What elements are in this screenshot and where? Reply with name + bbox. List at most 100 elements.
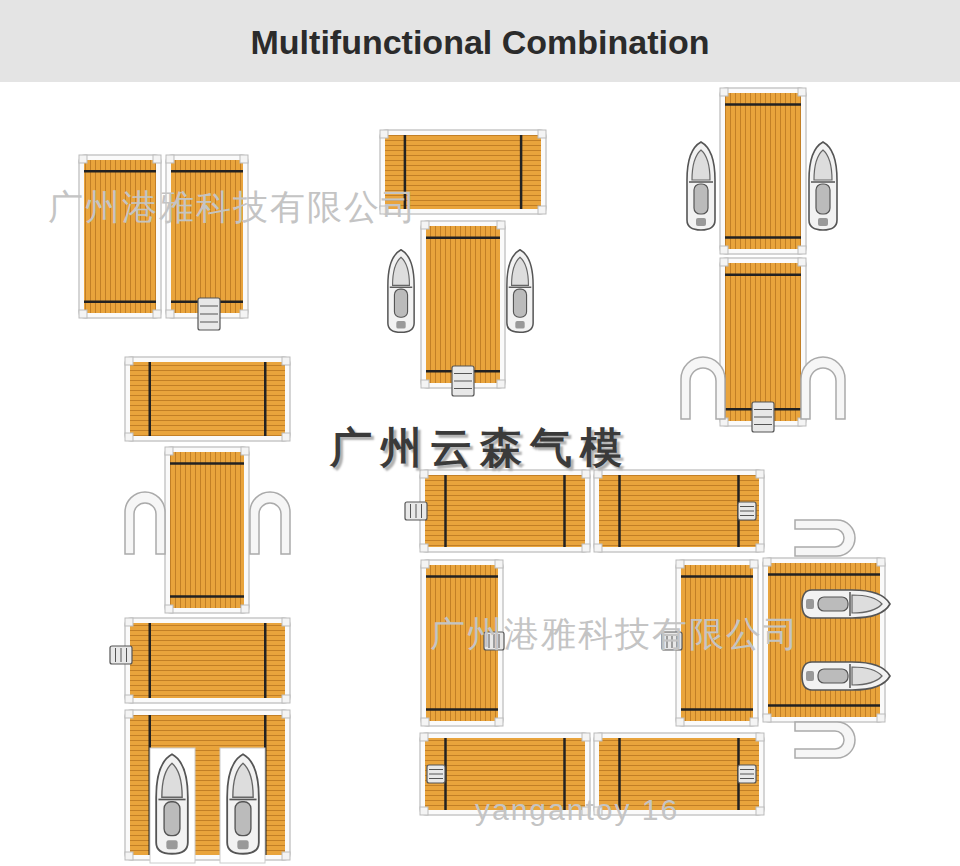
dock-panel — [720, 88, 806, 254]
panel-deck — [170, 452, 244, 608]
connector-block — [720, 88, 728, 96]
connector-block — [798, 88, 806, 96]
panel-edge — [768, 704, 880, 707]
connector-block — [538, 206, 546, 214]
connector-block — [153, 155, 161, 163]
connector-block — [240, 310, 248, 318]
panel-edge — [426, 236, 500, 239]
ladder — [452, 366, 474, 396]
panel-frame — [166, 155, 248, 318]
connector-block — [166, 155, 174, 163]
ladder — [427, 765, 445, 783]
panel-edge — [264, 362, 267, 436]
connector-block — [420, 733, 428, 741]
connector-block — [420, 807, 428, 815]
connector-block — [495, 560, 503, 568]
watermark: 广州港雅科技有限公司 — [48, 184, 418, 231]
connector-block — [495, 718, 503, 726]
ramp — [795, 520, 855, 556]
connector-block — [756, 807, 764, 815]
panel-deck — [171, 160, 243, 313]
jet-ski — [388, 250, 414, 333]
connector-block — [125, 618, 133, 626]
panel-edge — [725, 236, 801, 239]
connector-block — [750, 560, 758, 568]
ramp — [795, 722, 855, 758]
dock-panel — [420, 470, 590, 552]
panel-edge — [725, 274, 801, 277]
ramp — [125, 492, 165, 554]
panel-edge — [170, 462, 244, 465]
connector-block — [763, 714, 771, 722]
ladder — [738, 502, 756, 520]
jet-ski — [156, 754, 188, 853]
connector-block — [125, 695, 133, 703]
connector-block — [421, 221, 429, 229]
connector-block — [877, 558, 885, 566]
connector-block — [282, 357, 290, 365]
connector-block — [282, 852, 290, 860]
dock-panel — [421, 221, 505, 388]
panel-frame — [79, 155, 161, 318]
connector-block — [380, 130, 388, 138]
panel-edge — [681, 708, 753, 711]
panel-edge — [563, 475, 566, 547]
panel-edge — [171, 170, 243, 173]
connector-block — [421, 380, 429, 388]
panel-frame — [420, 470, 590, 552]
slip — [220, 748, 265, 863]
panel-edge — [84, 170, 156, 173]
dock-panel — [594, 470, 764, 552]
connector-block — [282, 433, 290, 441]
dock-panel — [166, 155, 248, 318]
dock-panel — [720, 258, 806, 426]
connector-block — [153, 310, 161, 318]
panel-edge — [170, 595, 244, 598]
dock-panel — [125, 357, 290, 441]
connector-block — [798, 246, 806, 254]
panel-frame — [720, 88, 806, 254]
slip — [150, 748, 195, 863]
connector-block — [756, 544, 764, 552]
connector-block — [241, 447, 249, 455]
panel-edge — [520, 135, 523, 209]
panel-edge — [426, 575, 498, 578]
connector-block — [750, 718, 758, 726]
connector-block — [594, 733, 602, 741]
panel-deck — [84, 160, 156, 313]
panel-frame — [125, 618, 290, 703]
panel-deck — [599, 475, 759, 547]
panel-edge — [618, 475, 621, 547]
ladder — [110, 646, 132, 664]
connector-block — [497, 380, 505, 388]
panel-frame — [125, 357, 290, 441]
connector-block — [79, 310, 87, 318]
watermark: 广州云森气模 — [330, 420, 630, 476]
jet-ski — [809, 142, 837, 230]
connector-block — [756, 733, 764, 741]
panel-deck — [725, 93, 801, 249]
connector-block — [594, 544, 602, 552]
connector-block — [877, 714, 885, 722]
panel-edge — [681, 575, 753, 578]
panel-deck — [425, 475, 585, 547]
jet-ski — [802, 662, 890, 690]
panel-edge — [444, 475, 447, 547]
dock-panel — [125, 618, 290, 703]
page-title: Multifunctional Combination — [251, 23, 710, 62]
connector-block — [582, 544, 590, 552]
connector-block — [166, 310, 174, 318]
connector-block — [165, 447, 173, 455]
connector-block — [282, 618, 290, 626]
panel-edge — [149, 362, 152, 436]
connector-block — [165, 605, 173, 613]
jet-ski — [687, 142, 715, 230]
connector-block — [282, 710, 290, 718]
panel-deck — [426, 226, 500, 383]
connector-block — [421, 560, 429, 568]
connector-block — [756, 470, 764, 478]
ladder — [405, 502, 427, 520]
jet-ski — [802, 590, 890, 618]
panel-edge — [426, 708, 498, 711]
ladder — [752, 402, 774, 432]
